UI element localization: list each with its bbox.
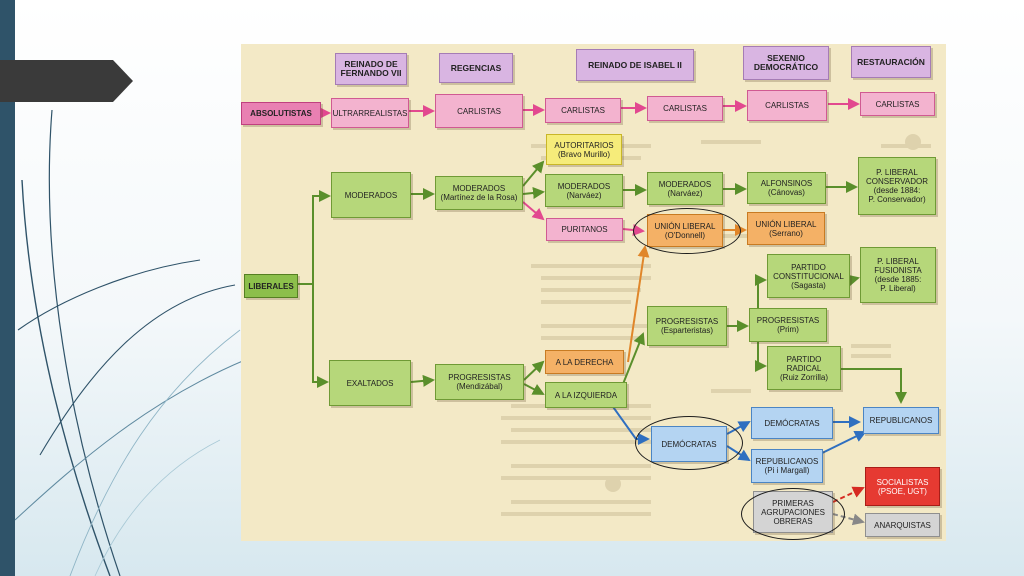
progresistas-esparteristas-box: PROGRESISTAS(Esparteristas): [647, 306, 727, 346]
moderados-box: MODERADOS: [331, 172, 411, 218]
circle-union-liberal: [633, 208, 741, 254]
decorative-curves: [14, 109, 246, 576]
circle-agrupaciones-obreras: [741, 488, 845, 540]
moderados-martinez-box: MODERADOS(Martínez de la Rosa): [435, 176, 523, 210]
a-la-derecha-box: A LA DERECHA: [545, 350, 624, 374]
progresistas-mendizabal-box: PROGRESISTAS(Mendizábal): [435, 364, 524, 400]
puritanos-box: PURITANOS: [546, 218, 623, 241]
union-liberal-serrano-box: UNIÓN LIBERAL(Serrano): [747, 212, 825, 245]
anarquistas-box: ANARQUISTAS: [865, 513, 940, 537]
a-la-izquierda-box: A LA IZQUIERDA: [545, 382, 627, 408]
moderados-narvaez-2-box: MODERADOS(Narváez): [647, 172, 723, 205]
era-isabel-ii: REINADO DE ISABEL II: [576, 49, 694, 81]
era-regencias: REGENCIAS: [439, 53, 513, 83]
faded-page-text: [501, 134, 931, 516]
title-arrow-shape: [0, 60, 133, 102]
alfonsinos-box: ALFONSINOS(Cánovas): [747, 172, 826, 204]
republicanos-pi-margall-box: REPUBLICANOS(Pi i Margall): [751, 449, 823, 483]
carlistas-isabel-1-box: CARLISTAS: [545, 98, 621, 123]
liberales-box: LIBERALES: [244, 274, 298, 298]
carlistas-regencias-box: CARLISTAS: [435, 94, 523, 128]
exaltados-box: EXALTADOS: [329, 360, 411, 406]
carlistas-isabel-2-box: CARLISTAS: [647, 96, 723, 121]
era-restauracion: RESTAURACIÓN: [851, 46, 931, 78]
circle-democratas: [635, 416, 743, 470]
absolutistas-box: ABSOLUTISTAS: [241, 102, 321, 125]
progresistas-prim-box: PROGRESISTAS(Prim): [749, 308, 827, 342]
autoritarios-box: AUTORITARIOS(Bravo Murillo): [546, 134, 622, 165]
carlistas-sexenio-box: CARLISTAS: [747, 90, 827, 121]
democratas-sexenio-box: DEMÓCRATAS: [751, 407, 833, 439]
ultrarrealistas-box: ULTRARREALISTAS: [331, 98, 409, 128]
moderados-narvaez-1-box: MODERADOS(Narváez): [545, 174, 623, 207]
republicanos-box: REPUBLICANOS: [863, 407, 939, 434]
socialistas-box: SOCIALISTAS(PSOE, UGT): [865, 467, 940, 506]
slide-side-bar: [0, 0, 15, 576]
carlistas-restauracion-box: CARLISTAS: [860, 92, 935, 116]
